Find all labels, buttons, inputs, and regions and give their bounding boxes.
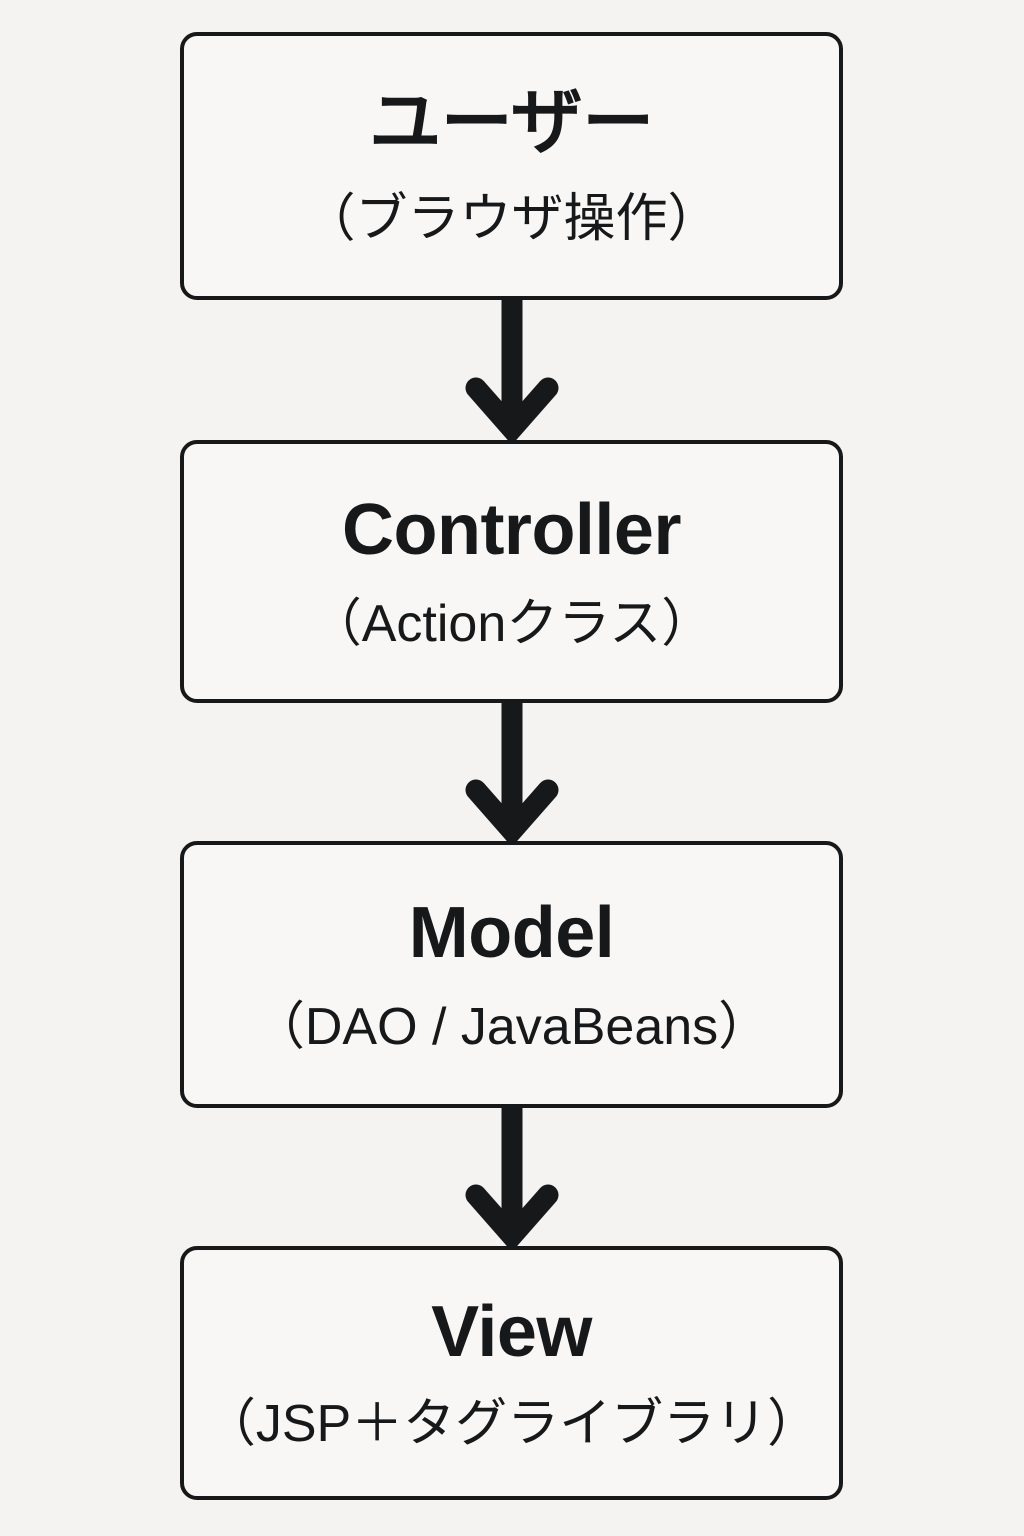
down-arrow-icon-controller-to-model (452, 699, 572, 847)
flow-node-user-title: ユーザー (369, 83, 654, 163)
flow-node-model: Model （DAO / JavaBeans） (180, 841, 843, 1108)
down-arrow-icon-model-to-view (452, 1104, 572, 1252)
flow-node-view: View （JSP＋タグライブラリ） (180, 1246, 843, 1500)
flow-node-controller: Controller （Actionクラス） (180, 440, 843, 703)
flow-node-model-title: Model (408, 892, 615, 973)
flow-node-user: ユーザー （ブラウザ操作） (180, 32, 843, 300)
flow-node-view-title: View (431, 1292, 592, 1372)
down-arrow-icon-user-to-controller (452, 296, 572, 446)
flow-node-controller-title: Controller (341, 489, 682, 570)
flow-node-controller-subtitle: （Actionクラス） (309, 594, 714, 653)
flow-node-model-subtitle: （DAO / JavaBeans） (252, 997, 771, 1056)
flow-node-view-subtitle: （JSP＋タグライブラリ） (203, 1395, 820, 1453)
flow-node-user-subtitle: （ブラウザ操作） (303, 190, 720, 248)
